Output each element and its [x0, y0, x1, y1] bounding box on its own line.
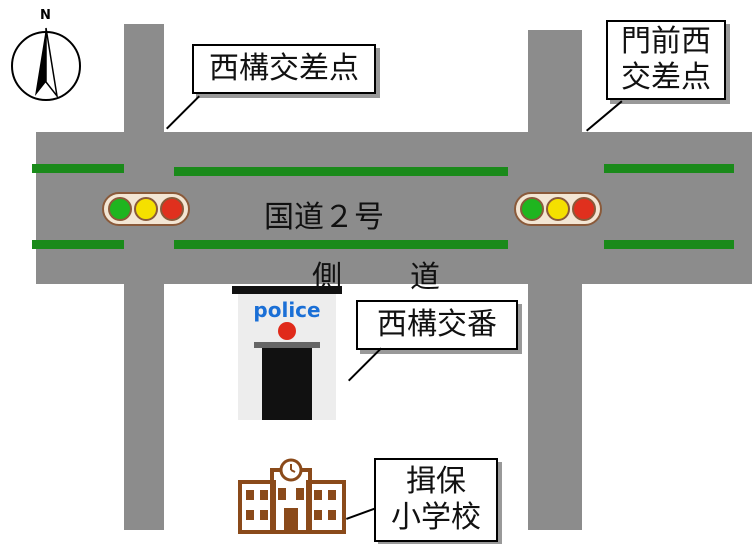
east-intersection-label-line1: 門前西: [621, 24, 711, 59]
lane-marking: [32, 164, 124, 173]
police-sign: police: [253, 298, 321, 322]
north-label: N: [40, 8, 51, 23]
east-intersection-callout: 門前西 交差点: [606, 20, 726, 100]
west-intersection-label: 西構交差点: [209, 51, 359, 86]
east-intersection-label-line2: 交差点: [621, 60, 711, 95]
callout-leader: [346, 507, 375, 520]
west-intersection-callout: 西構交差点: [192, 44, 376, 94]
callout-leader: [348, 347, 382, 382]
east-crossroad: [528, 30, 582, 530]
callout-leader: [166, 95, 200, 130]
traffic-signal-icon: [102, 192, 190, 226]
traffic-signal-icon: [514, 192, 602, 226]
school-label-line2: 小学校: [391, 500, 481, 535]
school-label-line1: 揖保: [406, 464, 466, 499]
school-callout: 揖保 小学校: [374, 458, 498, 542]
police-box-icon: police: [232, 286, 342, 420]
road-name: 国道２号: [264, 200, 384, 235]
lane-marking: [174, 167, 508, 176]
school-building-icon: [238, 458, 346, 534]
lane-marking: [604, 164, 734, 173]
police-box-callout: 西構交番: [356, 300, 518, 350]
callout-leader: [586, 100, 623, 132]
side-road-label-2: 道: [410, 260, 440, 295]
lane-marking: [604, 240, 734, 249]
west-crossroad: [124, 24, 164, 530]
north-arrow-icon: N: [6, 8, 86, 104]
lane-marking: [174, 240, 508, 249]
lane-marking: [32, 240, 124, 249]
police-box-label: 西構交番: [377, 307, 497, 342]
